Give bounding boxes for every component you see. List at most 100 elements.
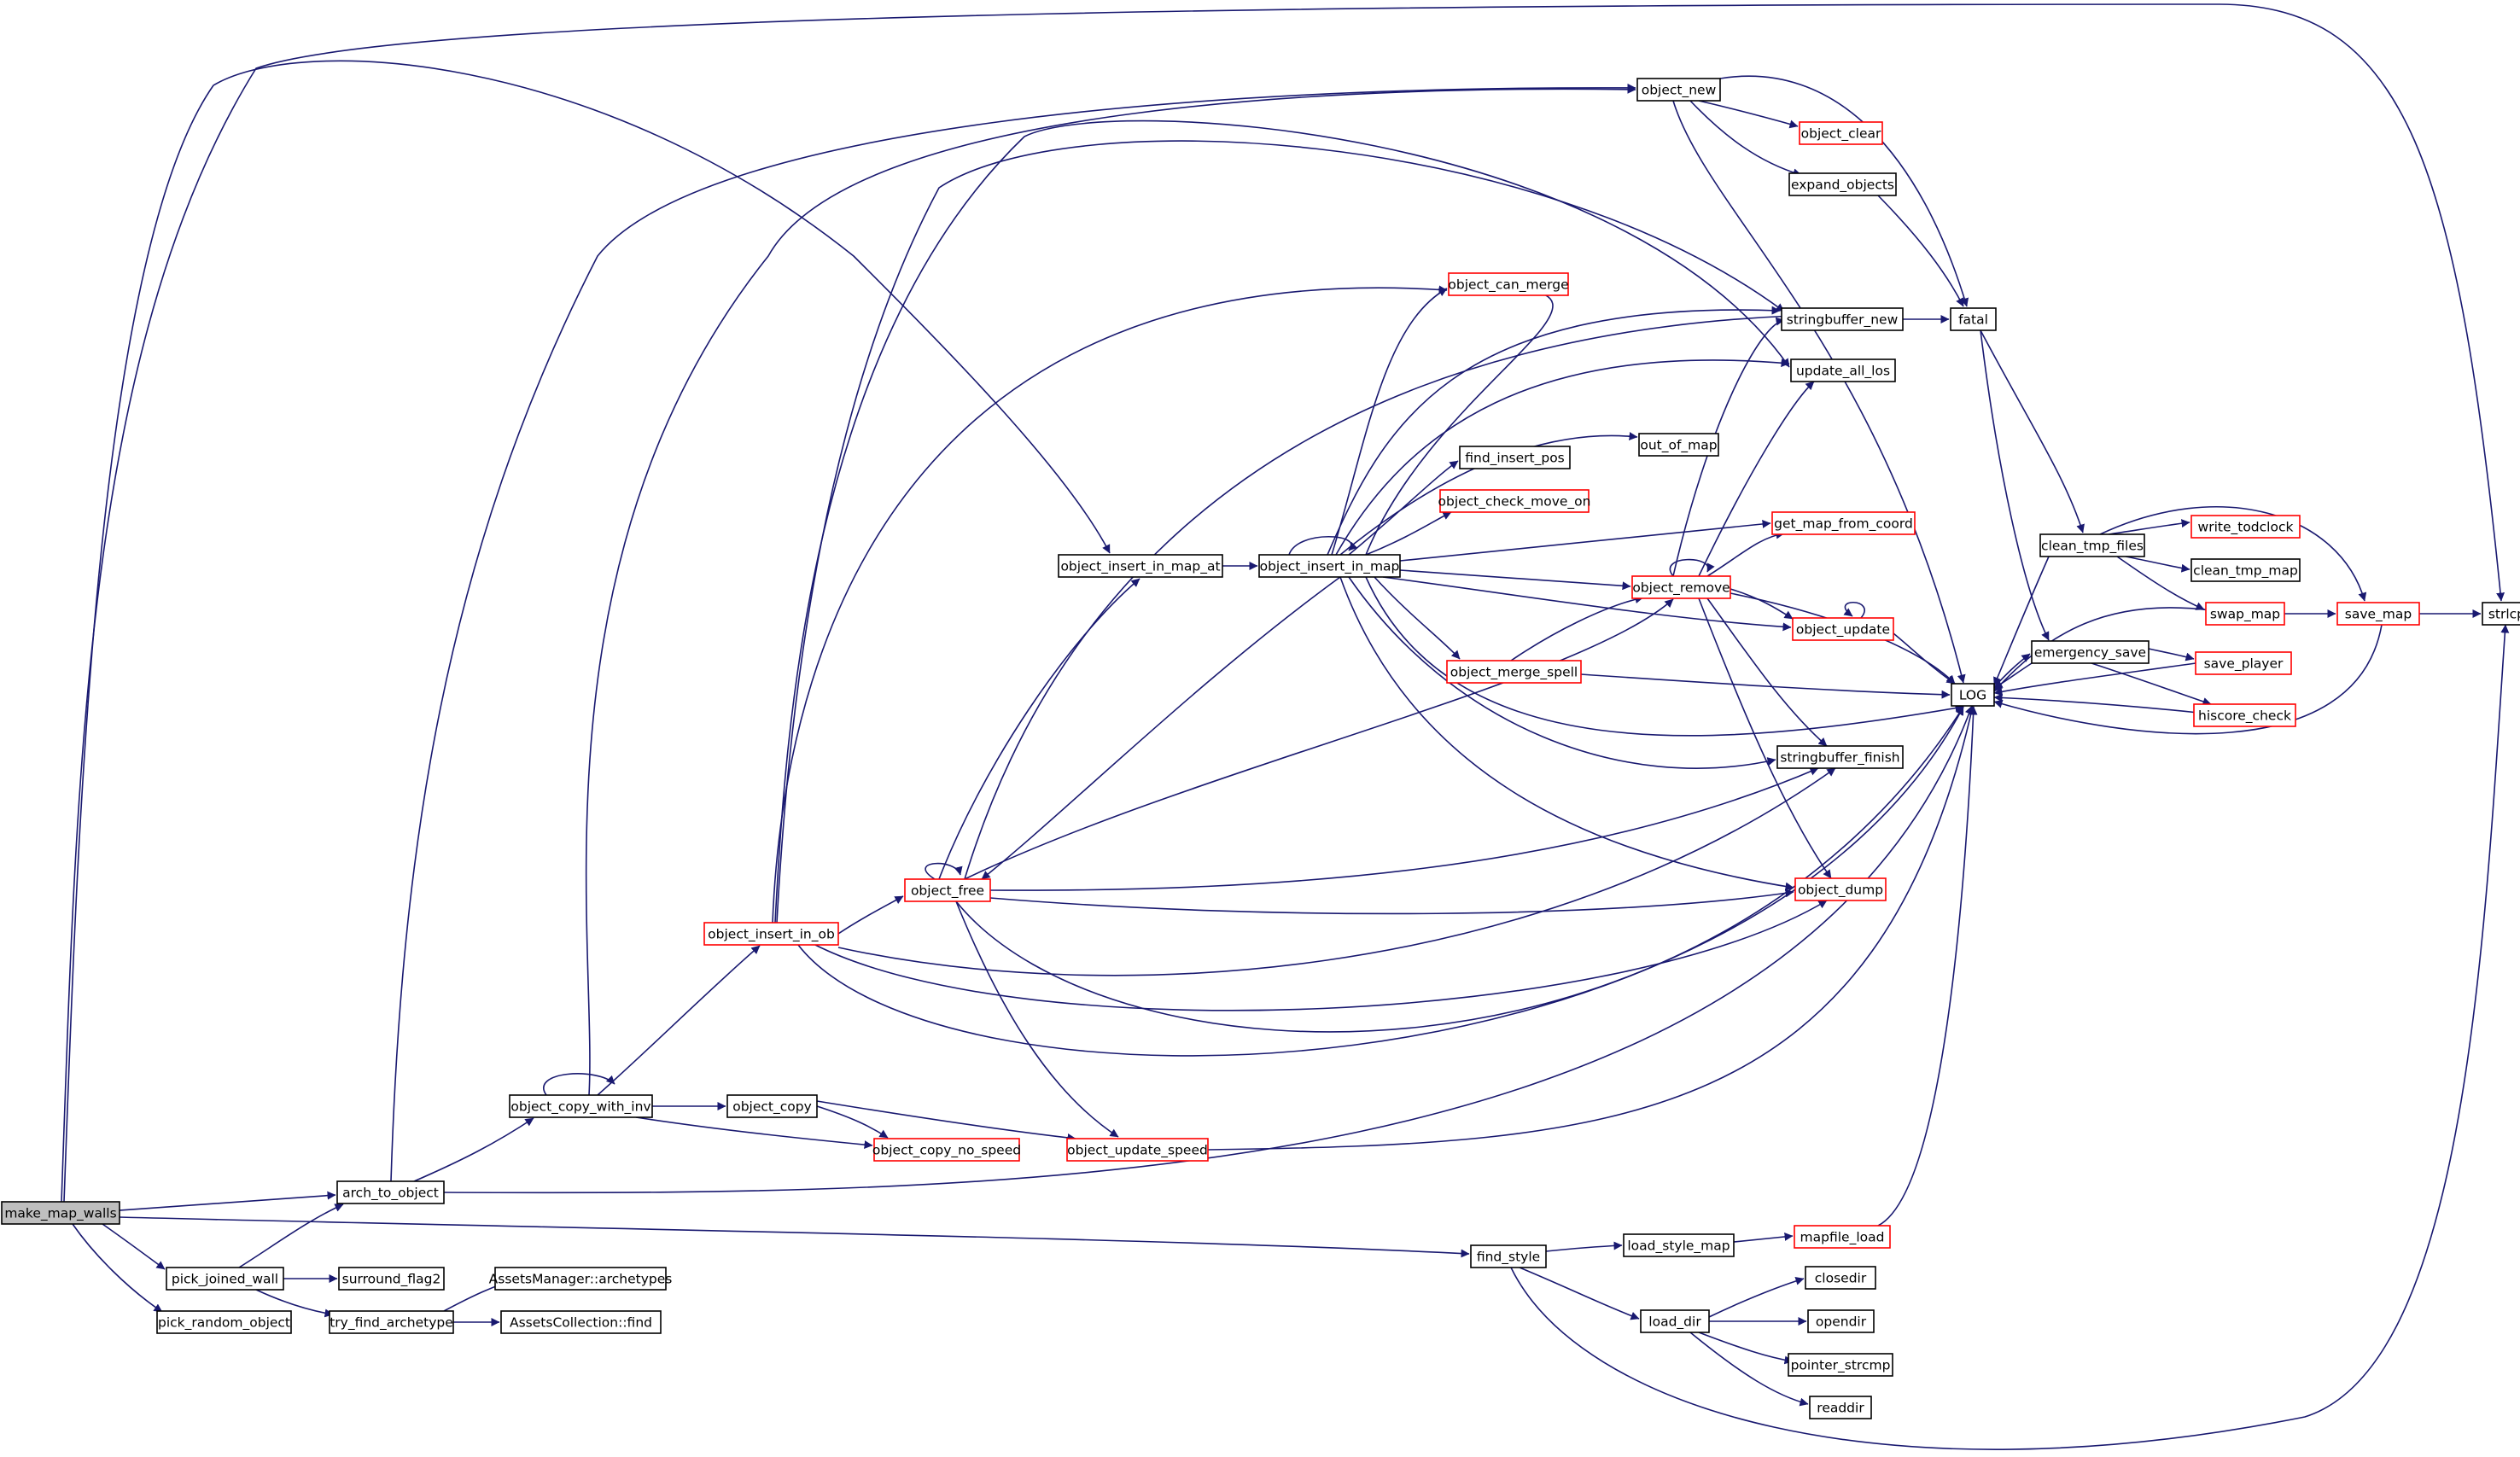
- node-object-free[interactable]: object_free: [904, 878, 991, 902]
- node-label: strlcpy: [2488, 607, 2520, 622]
- node-box: [1446, 660, 1582, 684]
- node-stringbuffer-finish[interactable]: stringbuffer_finish: [1776, 745, 1904, 769]
- node-label: stringbuffer_new: [1787, 312, 1899, 329]
- node-box: [873, 1138, 1020, 1162]
- node-load-dir[interactable]: load_dir: [1640, 1309, 1710, 1333]
- call-edge: [2091, 662, 2212, 706]
- node-fatal[interactable]: fatal: [1950, 307, 1997, 331]
- node-box: [904, 878, 991, 902]
- node-label: load_dir: [1648, 1314, 1701, 1331]
- node-label: opendir: [1816, 1314, 1867, 1330]
- node-box: [1640, 1309, 1710, 1333]
- node-hiscore-check[interactable]: hiscore_check: [2193, 703, 2296, 727]
- call-edge: [1993, 607, 2212, 692]
- call-edge: [1733, 1232, 1794, 1243]
- call-edge: [837, 767, 1836, 976]
- node-label: object_copy_no_speed: [872, 1143, 1021, 1159]
- call-edge: [1708, 1276, 1805, 1318]
- call-edge: [837, 895, 904, 935]
- node-save-map[interactable]: save_map: [2336, 602, 2420, 626]
- node-object-update[interactable]: object_update: [1792, 617, 1894, 641]
- call-edge: [72, 1223, 163, 1313]
- node-object-copy[interactable]: object_copy: [726, 1094, 818, 1118]
- call-edge: [413, 1117, 534, 1182]
- call-edge: [964, 312, 1794, 880]
- call-edge: [1993, 653, 2031, 688]
- node-try-find-archetype[interactable]: try_find_archetype: [329, 1310, 454, 1334]
- node-object-check-move-on[interactable]: object_check_move_on: [1438, 489, 1591, 513]
- node-object-insert-in-map-at[interactable]: object_insert_in_map_at: [1058, 554, 1223, 578]
- node-readdir[interactable]: readdir: [1809, 1396, 1872, 1419]
- node-object-new[interactable]: object_new: [1636, 78, 1721, 102]
- call-edge: [797, 706, 1964, 1057]
- node-object-insert-in-ob[interactable]: object_insert_in_ob: [703, 922, 839, 946]
- node-write-todclock[interactable]: write_todclock: [2190, 515, 2301, 539]
- node-assets-manager-archetypes[interactable]: AssetsManager::archetypes: [489, 1267, 673, 1291]
- node-object-update-speed[interactable]: object_update_speed: [1066, 1138, 1209, 1162]
- call-edge: [1348, 576, 1776, 769]
- call-edge: [102, 1223, 166, 1270]
- node-swap-map[interactable]: swap_map: [2205, 602, 2285, 626]
- node-stringbuffer-new[interactable]: stringbuffer_new: [1781, 307, 1904, 331]
- node-out-of-map[interactable]: out_of_map: [1638, 433, 1719, 457]
- node-object-copy-with-inv[interactable]: object_copy_with_inv: [509, 1094, 653, 1118]
- node-closedir[interactable]: closedir: [1805, 1266, 1876, 1290]
- node-find-style[interactable]: find_style: [1470, 1244, 1547, 1268]
- node-label: object_can_merge: [1448, 277, 1568, 294]
- node-strlcpy[interactable]: strlcpy: [2482, 602, 2520, 626]
- node-make-map-walls[interactable]: make_map_walls: [1, 1201, 120, 1225]
- call-edge: [1580, 673, 1951, 699]
- call-edge: [2108, 519, 2190, 535]
- node-load-style-map[interactable]: load_style_map: [1623, 1233, 1735, 1257]
- node-object-insert-in-map[interactable]: object_insert_in_map: [1258, 554, 1401, 578]
- node-object-merge-spell[interactable]: object_merge_spell: [1446, 660, 1582, 684]
- node-label: object_copy: [732, 1099, 812, 1116]
- node-box: [1258, 554, 1401, 578]
- node-object-copy-no-speed[interactable]: object_copy_no_speed: [872, 1138, 1021, 1162]
- node-mapfile-load[interactable]: mapfile_load: [1794, 1225, 1891, 1249]
- node-label: object_update_speed: [1067, 1143, 1208, 1159]
- call-edge: [1339, 576, 1794, 891]
- call-edge: [1327, 306, 1781, 556]
- node-emergency-save[interactable]: emergency_save: [2031, 640, 2150, 664]
- node-pick-random-object[interactable]: pick_random_object: [156, 1310, 292, 1334]
- node-box: [1950, 307, 1997, 331]
- call-edge: [1877, 706, 1978, 1227]
- node-pointer-strcmp[interactable]: pointer_strcmp: [1788, 1353, 1893, 1377]
- node-label: update_all_los: [1796, 364, 1890, 380]
- node-update-all-los[interactable]: update_all_los: [1790, 358, 1896, 382]
- node-pick-joined-wall[interactable]: pick_joined_wall: [166, 1267, 284, 1291]
- node-clean-tmp-map[interactable]: clean_tmp_map: [2190, 558, 2301, 582]
- node-object-remove[interactable]: object_remove: [1631, 575, 1731, 599]
- node-label: swap_map: [2210, 607, 2280, 623]
- node-object-can-merge[interactable]: object_can_merge: [1448, 272, 1569, 296]
- node-get-map-from-coord[interactable]: get_map_from_coord: [1771, 511, 1916, 535]
- node-label: object_new: [1642, 83, 1717, 99]
- call-edge: [2116, 556, 2205, 610]
- node-assets-collection-find[interactable]: AssetsCollection::find: [500, 1310, 662, 1334]
- node-box: [329, 1310, 454, 1334]
- node-box: [1788, 172, 1897, 196]
- node-arch-to-object[interactable]: arch_to_object: [336, 1180, 445, 1204]
- node-find-insert-pos[interactable]: find_insert_pos: [1459, 446, 1571, 469]
- node-box: [1, 1201, 120, 1225]
- node-box: [2190, 515, 2301, 539]
- node-box: [1636, 78, 1721, 102]
- node-expand-objects[interactable]: expand_objects: [1788, 172, 1897, 196]
- node-object-clear[interactable]: object_clear: [1799, 121, 1883, 145]
- node-save-player[interactable]: save_player: [2195, 651, 2292, 675]
- node-surround-flag2[interactable]: surround_flag2: [338, 1267, 445, 1291]
- call-edge: [1689, 1332, 1809, 1407]
- node-box: [726, 1094, 818, 1118]
- call-edge: [443, 705, 1974, 1194]
- node-log[interactable]: LOG: [1951, 683, 1995, 707]
- node-object-dump[interactable]: object_dump: [1794, 877, 1887, 901]
- node-box: [1448, 272, 1569, 296]
- call-edge: [2125, 556, 2190, 573]
- node-opendir[interactable]: opendir: [1807, 1309, 1875, 1333]
- node-clean-tmp-files[interactable]: clean_tmp_files: [2039, 533, 2145, 557]
- node-box: [703, 922, 839, 946]
- call-edge: [1519, 1267, 1640, 1320]
- call-edge: [816, 1105, 889, 1139]
